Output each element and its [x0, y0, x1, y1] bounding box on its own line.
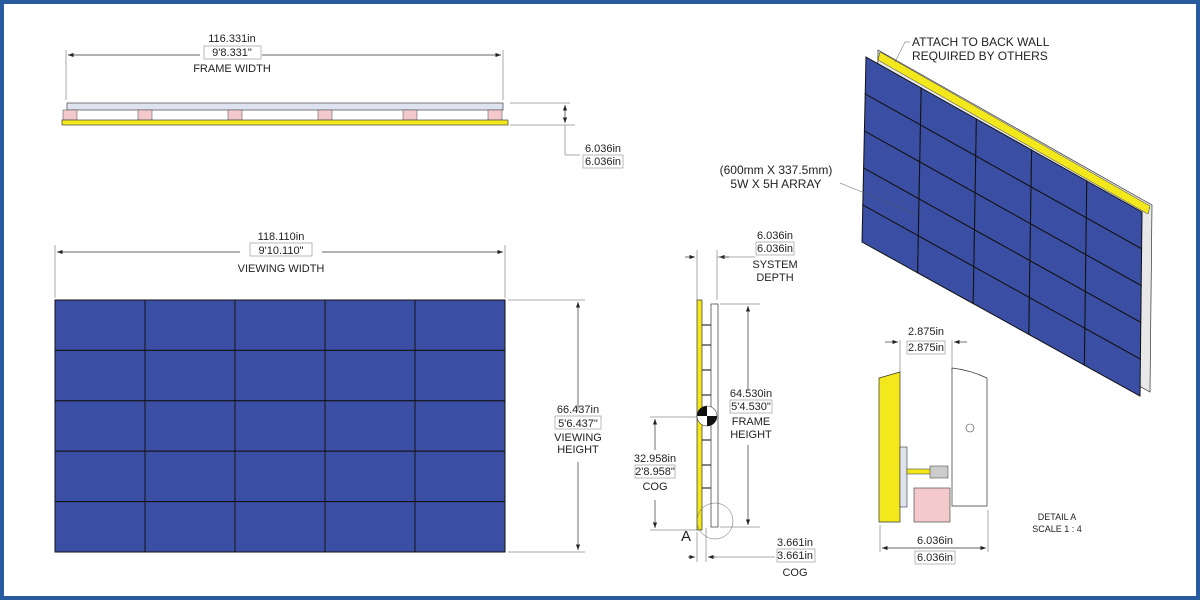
- display-panel: [324, 450, 416, 503]
- frame-height-ft: 5'4.530": [731, 401, 771, 413]
- side-view: 6.036in 6.036in SYSTEM DEPTH A 64.530in …: [634, 230, 816, 579]
- mount-bracket: [402, 109, 418, 121]
- viewing-height-label1: VIEWING: [554, 432, 602, 444]
- frame-height-in: 64.530in: [730, 388, 772, 400]
- display-panel: [234, 400, 326, 452]
- top-view: 116.331in 9'8.331" FRAME WIDTH 6.036in 6…: [61, 33, 624, 169]
- detail-marker: A: [681, 528, 691, 545]
- detail-depth-in: 6.036in: [917, 535, 953, 547]
- display-panel: [144, 400, 236, 452]
- cog-depth-alt: 3.661in: [777, 550, 813, 562]
- cog-height-in: 32.958in: [634, 453, 676, 465]
- array-note-1: (600mm X 337.5mm): [720, 163, 833, 177]
- iso-display-panel: [1083, 327, 1141, 397]
- display-panel: [324, 299, 416, 351]
- viewing-height-in: 66.437in: [557, 404, 599, 416]
- viewing-width-ft: 9'10.110": [259, 245, 304, 257]
- detail-title: DETAIL A: [1038, 512, 1077, 522]
- viewing-width-label: VIEWING WIDTH: [238, 263, 325, 275]
- cog-height-ft: 2'8.958": [635, 466, 675, 478]
- frame-height-label2: HEIGHT: [730, 429, 772, 441]
- display-panel: [234, 349, 326, 402]
- attach-note-1: ATTACH TO BACK WALL: [912, 35, 1050, 49]
- detail-gap-alt: 2.875in: [908, 342, 944, 354]
- display-panel: [54, 501, 146, 553]
- viewing-width-in: 118.110in: [258, 231, 305, 243]
- display-panel-grid: [54, 299, 506, 553]
- cog-height-label: COG: [642, 481, 667, 493]
- panel-edge: [61, 119, 509, 126]
- display-panel: [414, 400, 506, 452]
- display-panel: [54, 349, 146, 402]
- detail-a-circle: [696, 502, 734, 540]
- cog-depth-in: 3.661in: [777, 537, 813, 549]
- frame-height-label1: FRAME: [732, 416, 771, 428]
- display-panel: [144, 349, 236, 402]
- isometric-view: ATTACH TO BACK WALL REQUIRED BY OTHERS (…: [720, 35, 1153, 397]
- mount-bracket: [62, 109, 78, 121]
- viewing-height-ft: 5'6.437": [558, 418, 598, 430]
- display-panel: [144, 299, 236, 351]
- display-panel: [324, 400, 416, 452]
- front-view: 118.110in 9'10.110" VIEWING WIDTH 66.437…: [54, 231, 602, 553]
- detail-gap-in: 2.875in: [908, 326, 944, 338]
- display-panel: [54, 299, 146, 351]
- frame-width-ft: 9'8.331": [212, 47, 252, 59]
- display-panel: [54, 450, 146, 503]
- system-depth-label2: DEPTH: [756, 272, 793, 284]
- attach-note-2: REQUIRED BY OTHERS: [912, 49, 1048, 63]
- frame-width-label: FRAME WIDTH: [193, 63, 271, 75]
- mount-bracket: [487, 109, 503, 121]
- mount-bracket: [317, 109, 333, 121]
- display-panel: [414, 349, 506, 402]
- viewing-height-label2: HEIGHT: [557, 444, 599, 456]
- display-panel: [234, 450, 326, 503]
- display-panel: [414, 450, 506, 503]
- display-panel: [144, 501, 236, 553]
- display-panel: [54, 400, 146, 452]
- display-panel: [324, 349, 416, 402]
- display-panel: [324, 501, 416, 553]
- mount-bracket: [227, 109, 243, 121]
- frame-rail: [66, 102, 504, 111]
- array-note-2: 5W X 5H ARRAY: [730, 177, 821, 191]
- system-depth-in: 6.036in: [757, 230, 793, 242]
- display-panel: [234, 299, 326, 351]
- system-depth-label1: SYSTEM: [752, 259, 797, 271]
- system-depth-alt: 6.036in: [757, 243, 793, 255]
- detail-scale: SCALE 1 : 4: [1032, 524, 1082, 534]
- display-panel: [234, 501, 326, 553]
- top-depth-alt: 6.036in: [585, 156, 621, 168]
- display-panel: [414, 299, 506, 351]
- cog-depth-label: COG: [782, 567, 807, 579]
- display-panel: [144, 450, 236, 503]
- detail-a-view: 2.875in 2.875in 6.036in 6.036in DETAIL A…: [878, 326, 1082, 565]
- technical-drawing: 116.331in 9'8.331" FRAME WIDTH 6.036in 6…: [54, 33, 1153, 579]
- detail-depth-alt: 6.036in: [917, 552, 953, 564]
- mount-bracket: [137, 109, 153, 121]
- frame-width-in: 116.331in: [208, 33, 256, 45]
- iso-panel-grid: [861, 56, 1143, 397]
- display-panel: [414, 501, 506, 553]
- top-depth-in: 6.036in: [585, 143, 621, 155]
